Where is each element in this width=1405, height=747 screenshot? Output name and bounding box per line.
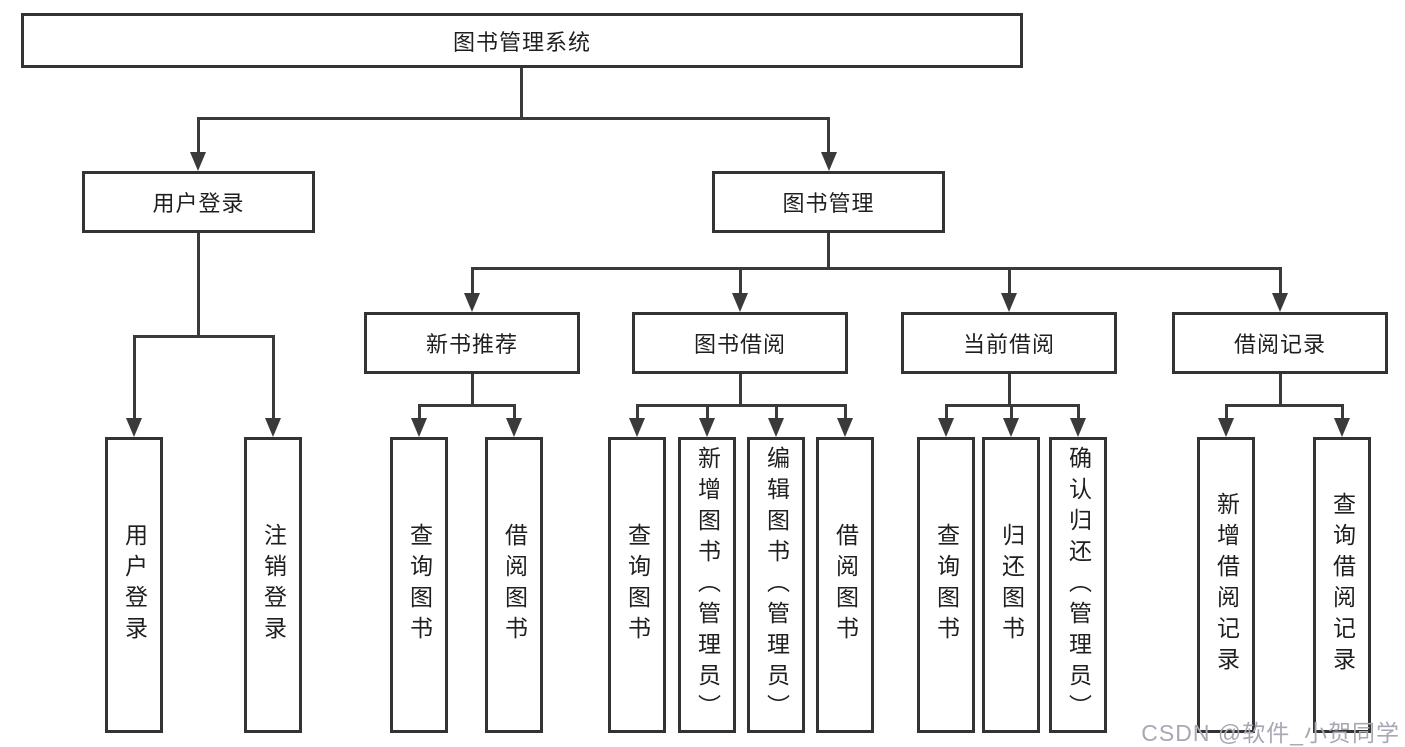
- leaf-add-books-admin-label: 新增图书（管理员）: [694, 445, 721, 725]
- connector-br-query-drop: [1341, 404, 1344, 419]
- connector-user-login-drop: [197, 117, 200, 153]
- arrowhead-down-nb-borrow: [506, 418, 522, 437]
- connector-cb-confirm-drop: [1077, 404, 1080, 419]
- leaf-confirm-return-admin-label: 确认归还（管理员）: [1065, 445, 1092, 725]
- leaf-newrec-borrow-books: 借阅图书: [485, 437, 543, 733]
- connector-bb-borrow-drop: [844, 404, 847, 419]
- csdn-watermark: CSDN @软件_小贺同学: [1141, 720, 1400, 746]
- arrowhead-down-bb-query: [629, 418, 645, 437]
- leaf-edit-books-admin: 编辑图书（管理员）: [747, 437, 805, 733]
- leaf-add-books-admin: 新增图书（管理员）: [678, 437, 736, 733]
- leaf-logout-label: 注销登录: [260, 523, 287, 647]
- connector-login-leaf-drop: [133, 335, 136, 419]
- node-book-borrowing-label: 图书借阅: [693, 332, 786, 357]
- arrowhead-down-logout-leaf: [265, 418, 281, 437]
- connector-cb-return-drop: [1010, 404, 1013, 419]
- leaf-add-borrow-record: 新增借阅记录: [1197, 437, 1255, 733]
- leaf-return-books-label: 归还图书: [998, 523, 1025, 647]
- leaf-user-login-label: 用户登录: [121, 523, 148, 647]
- leaf-confirm-return-admin: 确认归还（管理员）: [1049, 437, 1107, 733]
- leaf-borrow-query-books-label: 查询图书: [624, 523, 651, 647]
- leaf-logout: 注销登录: [244, 437, 302, 733]
- connector-bb-add-drop: [706, 404, 709, 419]
- connector-current-borrow-stem: [1008, 374, 1011, 406]
- connector-borrow-records-bar: [1225, 404, 1343, 407]
- connector-root-bar: [197, 117, 830, 120]
- connector-current-borrow-drop: [1008, 267, 1011, 294]
- arrowhead-down-new-book: [464, 293, 480, 312]
- node-current-borrowing-label: 当前借阅: [962, 332, 1055, 357]
- node-new-book-recommend: 新书推荐: [364, 312, 580, 374]
- connector-user-login-bar: [133, 335, 274, 338]
- node-root-label: 图书管理系统: [452, 29, 591, 55]
- arrowhead-down-br-add: [1218, 418, 1234, 437]
- connector-new-book-stem: [471, 374, 474, 406]
- connector-logout-leaf-drop: [272, 335, 275, 419]
- node-book-management: 图书管理: [712, 171, 945, 233]
- node-current-borrowing: 当前借阅: [901, 312, 1117, 374]
- connector-new-book-bar: [418, 404, 515, 407]
- connector-nb-borrow-drop: [513, 404, 516, 419]
- leaf-borrow-books-label: 借阅图书: [832, 523, 859, 647]
- leaf-borrow-books: 借阅图书: [816, 437, 874, 733]
- leaf-current-query-books: 查询图书: [917, 437, 975, 733]
- arrowhead-down-user-login: [190, 152, 206, 171]
- node-user-login: 用户登录: [82, 171, 315, 233]
- arrowhead-down-cb-query: [938, 418, 954, 437]
- node-book-borrowing: 图书借阅: [632, 312, 848, 374]
- leaf-borrow-query-books: 查询图书: [608, 437, 666, 733]
- connector-nb-query-drop: [418, 404, 421, 419]
- arrowhead-down-nb-query: [411, 418, 427, 437]
- leaf-newrec-query-books: 查询图书: [390, 437, 448, 733]
- node-root-library-system: 图书管理系统: [21, 13, 1023, 68]
- connector-book-borrow-stem: [739, 374, 742, 406]
- leaf-add-borrow-record-label: 新增借阅记录: [1213, 492, 1240, 678]
- arrowhead-down-cb-confirm: [1070, 418, 1086, 437]
- arrowhead-down-book-borrow: [732, 293, 748, 312]
- connector-book-mgmt-drop: [827, 117, 830, 153]
- arrowhead-down-br-query: [1334, 418, 1350, 437]
- arrowhead-down-bb-add: [699, 418, 715, 437]
- arrowhead-down-login-leaf: [126, 418, 142, 437]
- connector-book-mgmt-stem: [827, 233, 830, 268]
- leaf-current-query-books-label: 查询图书: [933, 523, 960, 647]
- connector-book-mgmt-bar: [471, 267, 1281, 270]
- connector-root-stem: [520, 68, 523, 118]
- node-user-login-label: 用户登录: [152, 191, 245, 216]
- arrowhead-down-book-mgmt: [821, 152, 837, 171]
- node-new-book-recommend-label: 新书推荐: [425, 332, 518, 357]
- arrowhead-down-borrow-records: [1272, 293, 1288, 312]
- arrowhead-down-cb-return: [1003, 418, 1019, 437]
- arrowhead-down-current-borrow: [1001, 293, 1017, 312]
- leaf-user-login: 用户登录: [105, 437, 163, 733]
- node-borrowing-records-label: 借阅记录: [1233, 332, 1326, 357]
- arrowhead-down-bb-edit: [768, 418, 784, 437]
- leaf-query-borrow-record: 查询借阅记录: [1313, 437, 1371, 733]
- connector-cb-query-drop: [945, 404, 948, 419]
- node-book-management-label: 图书管理: [782, 191, 875, 216]
- connector-new-book-drop: [471, 267, 474, 294]
- connector-bb-edit-drop: [775, 404, 778, 419]
- connector-borrow-records-drop: [1279, 267, 1282, 294]
- connector-user-login-stem: [197, 233, 200, 336]
- leaf-return-books: 归还图书: [982, 437, 1040, 733]
- leaf-newrec-borrow-books-label: 借阅图书: [501, 523, 528, 647]
- leaf-edit-books-admin-label: 编辑图书（管理员）: [763, 445, 790, 725]
- connector-bb-query-drop: [636, 404, 639, 419]
- connector-borrow-records-stem: [1279, 374, 1282, 406]
- connector-br-add-drop: [1225, 404, 1228, 419]
- leaf-query-borrow-record-label: 查询借阅记录: [1329, 492, 1356, 678]
- node-borrowing-records: 借阅记录: [1172, 312, 1388, 374]
- connector-book-borrow-bar: [636, 404, 846, 407]
- arrowhead-down-bb-borrow: [837, 418, 853, 437]
- connector-book-borrow-drop: [739, 267, 742, 294]
- leaf-newrec-query-books-label: 查询图书: [406, 523, 433, 647]
